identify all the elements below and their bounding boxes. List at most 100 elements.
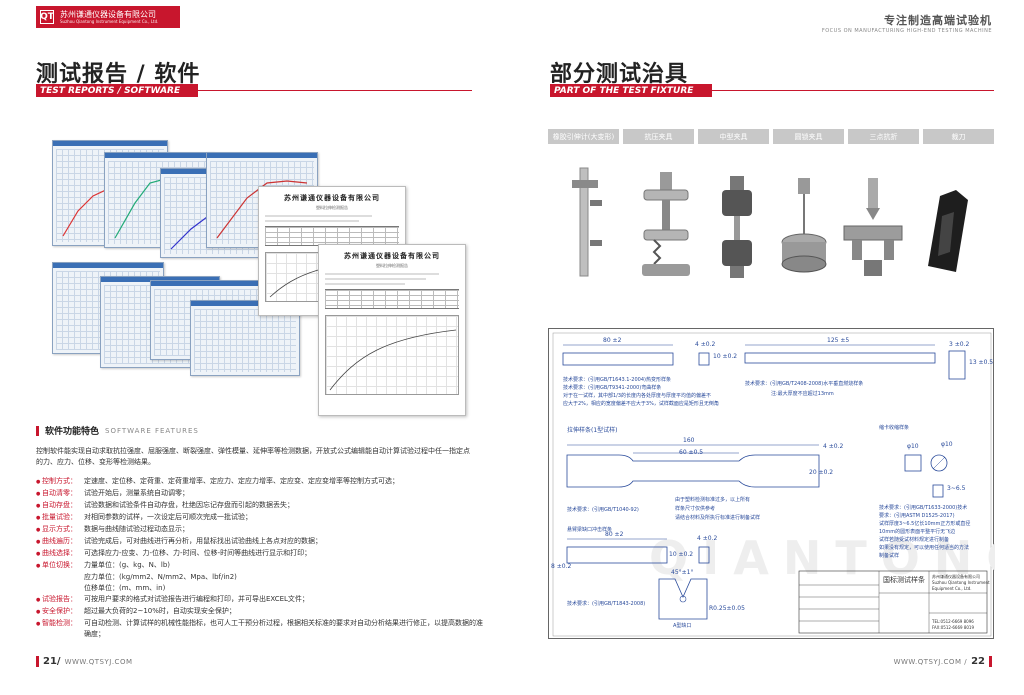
shrink-spec: 试样若随受试材料规定进行制备	[879, 537, 950, 543]
impact-title: 悬臂梁缺口冲击样条	[567, 527, 613, 533]
company-name-en: Suzhou Qiantong Instrument Equipment Co.…	[60, 18, 159, 24]
feature-item: 曲线选择：可选择应力-应变、力-位移、力-时间、位移-时间等曲线进行显示和打印；	[36, 548, 486, 560]
feature-item: 批量试验：对相同参数的试样，一次设定后可顺次完成一批试验；	[36, 512, 486, 524]
left-section-title: 测试报告 / 软件	[36, 62, 201, 87]
right-section-bar: PART OF THE TEST FIXTURE	[550, 84, 994, 97]
dimension-label: 4 ±0.2	[697, 535, 718, 542]
dimension-label: 10 ±0.2	[713, 353, 738, 360]
website-link-left[interactable]: WWW.QTSYJ.COM	[64, 657, 133, 666]
shrink-spec: 如果没有规定，可以使用任何适当的方法	[879, 545, 970, 551]
fixture-label: 圆锁夹具	[773, 129, 844, 144]
features-list: 控制方式：定速度、定位移、定荷重、定荷重增率、定应力、定应力增率、定应变、定应变…	[36, 476, 486, 640]
company-name-cn: 苏州谦通仪器设备有限公司	[60, 9, 156, 19]
feature-value: 应力单位：(kg/mm2、N/mm2、Mpa、lbf/in2)	[84, 573, 237, 581]
right-section-title: 部分测试治具	[550, 62, 689, 87]
spec-text: 技术要求：(引用GB/T9341-2000)弯曲样条	[563, 385, 662, 391]
software-screenshot	[190, 300, 300, 376]
feature-item: 自动存盘：试验数据和试验条件自动存盘，杜绝因忘记存盘而引起的数据丢失；	[36, 500, 486, 512]
feature-item: 自动清零：试验开始后，测量系统自动调零；	[36, 488, 486, 500]
feature-item: 试验报告：可按用户要求的格式对试验报告进行编程和打印，并可导出EXCEL文件；	[36, 594, 486, 606]
title-block-contact: TEL:0512-6669 8096	[932, 619, 974, 624]
feature-key: 单位切换：	[36, 560, 84, 572]
slogan-cn: 专注制造高端试验机	[884, 14, 992, 27]
footer-right: WWW.QTSYJ.COM / 22	[894, 656, 992, 667]
dimension-label: φ10	[941, 441, 953, 448]
test-report: 苏州谦通仪器设备有限公司 塑料拉伸检测报告	[318, 244, 466, 416]
feature-item: 显示方式：数据与曲线随试验过程动态显示；	[36, 524, 486, 536]
left-section-bar: TEST REPORTS / SOFTWARE	[36, 84, 472, 97]
feature-value: 位移单位：(m、mm、in)	[84, 584, 166, 592]
feature-key	[36, 572, 84, 583]
title-block-company: 苏州谦通仪器设备有限公司	[932, 574, 980, 579]
title-block-company: Suzhou Qiantong Instrument	[932, 580, 990, 585]
feature-key: 显示方式：	[36, 524, 84, 536]
dimension-label: 80 ±2	[603, 337, 622, 344]
feature-value: 对相同参数的试样，一次设定后可顺次完成一批试验；	[84, 513, 252, 521]
spec-text: 应大于2%，相应的宽度偏差不应大于3%，试样截面应是矩形且无倒角	[563, 401, 719, 407]
feature-value: 力量单位：(g、kg、N、lb)	[84, 561, 171, 569]
page-number-left: 21/	[43, 656, 61, 667]
three-point-bend-image	[843, 178, 903, 276]
shrink-title: 缩卡收缩样条	[879, 425, 910, 431]
spec-text: 技术要求：(引用GB/T2408-2008)水平垂直燃烧样条	[745, 381, 864, 387]
shrink-spec: 10mm的圆形表面平整平行无飞边	[879, 529, 956, 535]
spec-text: 注:最大厚度不应超过13mm	[771, 391, 834, 397]
page-number-right: 22	[971, 656, 985, 667]
feature-item: 安全保护：超过最大负荷的2~10%时，自动实现安全保护；	[36, 606, 486, 618]
shrink-spec: 要求：(引用ASTM D1525-2017)	[879, 513, 955, 519]
feature-key: 曲线遍历：	[36, 536, 84, 548]
cutter-image	[928, 190, 968, 272]
fixture-labels: 橡胶引伸计(大变形)抗压夹具中型夹具圆锁夹具三点抗折裁刀	[548, 129, 994, 144]
features-heading: 软件功能特色 SOFTWARE FEATURES	[36, 424, 199, 437]
feature-key: 试验报告：	[36, 594, 84, 606]
slogan: 专注制造高端试验机 FOCUS ON MANUFACTURING HIGH-EN…	[822, 12, 992, 34]
report-company: 苏州谦通仪器设备有限公司	[344, 252, 440, 260]
dimension-label: 8 ±0.2	[551, 563, 572, 570]
feature-item: 控制方式：定速度、定位移、定荷重、定荷重增率、定应力、定应力增率、定应变、定应变…	[36, 476, 486, 488]
tensile-spec: 技术要求：(引用GB/T1040-92)	[567, 507, 639, 513]
feature-item: 智能检测：可自动检测、计算试样的机械性能指标，也可人工干预分析过程，根据相关标准…	[36, 618, 486, 640]
fixture-label: 三点抗折	[848, 129, 919, 144]
feature-item: 曲线遍历：试验完成后，可对曲线进行再分析，用鼠标找出试验曲线上各点对应的数据；	[36, 536, 486, 548]
feature-value: 超过最大负荷的2~10%时，自动实现安全保护；	[84, 607, 236, 615]
feature-key: 安全保护：	[36, 606, 84, 618]
title-block-contact: FAX:0512-6669 8019	[932, 625, 975, 630]
fixture-label: 橡胶引伸计(大变形)	[548, 129, 619, 144]
company-logo: QT 苏州谦通仪器设备有限公司 Suzhou Qiantong Instrume…	[36, 6, 180, 28]
left-section-subtitle: TEST REPORTS / SOFTWARE	[36, 84, 198, 97]
feature-value: 可按用户要求的格式对试验报告进行编程和打印，并可导出EXCEL文件；	[84, 595, 309, 603]
shrink-spec: 技术要求：(引用GB/T1633-2000)技术	[879, 505, 968, 511]
slogan-en: FOCUS ON MANUFACTURING HIGH-END TESTING …	[821, 28, 992, 34]
feature-key: 批量试验：	[36, 512, 84, 524]
report-subtitle: 塑料拉伸检测报告	[316, 205, 348, 210]
notch-label: A型缺口	[673, 623, 692, 629]
report-company: 苏州谦通仪器设备有限公司	[284, 194, 380, 202]
dimension-label: 45°±1°	[671, 569, 694, 576]
features-heading-en: SOFTWARE FEATURES	[105, 426, 199, 435]
tensile-title: 拉伸样条(1型试样)	[567, 427, 618, 434]
spec-text: 技术要求：(引用GB/T1643.1-2004)热变形样条	[563, 377, 671, 383]
dimension-label: 125 ±5	[827, 337, 850, 344]
test-specimen-drawing: QIANTONG 80 ±2 4 ±0.2	[548, 328, 995, 639]
feature-value: 可选择应力-应变、力-位移、力-时间、位移-时间等曲线进行显示和打印；	[84, 549, 312, 557]
spec-text: 对于在一试样，其中部1/3的长度内各处厚度与厚度平均值的偏差不	[563, 393, 712, 399]
compression-fixture-image	[642, 172, 690, 276]
rubber-extensometer-image	[572, 167, 602, 277]
website-link-right[interactable]: WWW.QTSYJ.COM /	[893, 657, 968, 666]
shrink-spec: 试样厚度3~6.5亿长10mm正方形或直径	[879, 521, 971, 527]
title-block-company: Equipment Co., Ltd.	[932, 586, 972, 591]
right-section-subtitle: PART OF THE TEST FIXTURE	[550, 84, 712, 97]
feature-key	[36, 583, 84, 594]
dimension-label: 3 ±0.2	[949, 341, 970, 348]
title-block-name: 国标测试样条	[883, 576, 925, 584]
feature-value: 数据与曲线随试验过程动态显示；	[84, 525, 189, 533]
feature-value: 可自动检测、计算试样的机械性能指标，也可人工干预分析过程，根据相关标准的要求对自…	[84, 619, 483, 638]
fixture-label: 抗压夹具	[623, 129, 694, 144]
feature-value: 试验开始后，测量系统自动调零；	[84, 489, 189, 497]
dimension-label: 10 ±0.2	[669, 551, 694, 558]
features-heading-cn: 软件功能特色	[45, 427, 100, 437]
feature-item: 单位切换：力量单位：(g、kg、N、lb)	[36, 560, 486, 572]
medium-grip-image	[722, 176, 752, 278]
note-text: 样条尺寸仅供参考	[675, 506, 716, 512]
feature-value: 试验完成后，可对曲线进行再分析，用鼠标找出试验曲线上各点对应的数据；	[84, 537, 322, 545]
